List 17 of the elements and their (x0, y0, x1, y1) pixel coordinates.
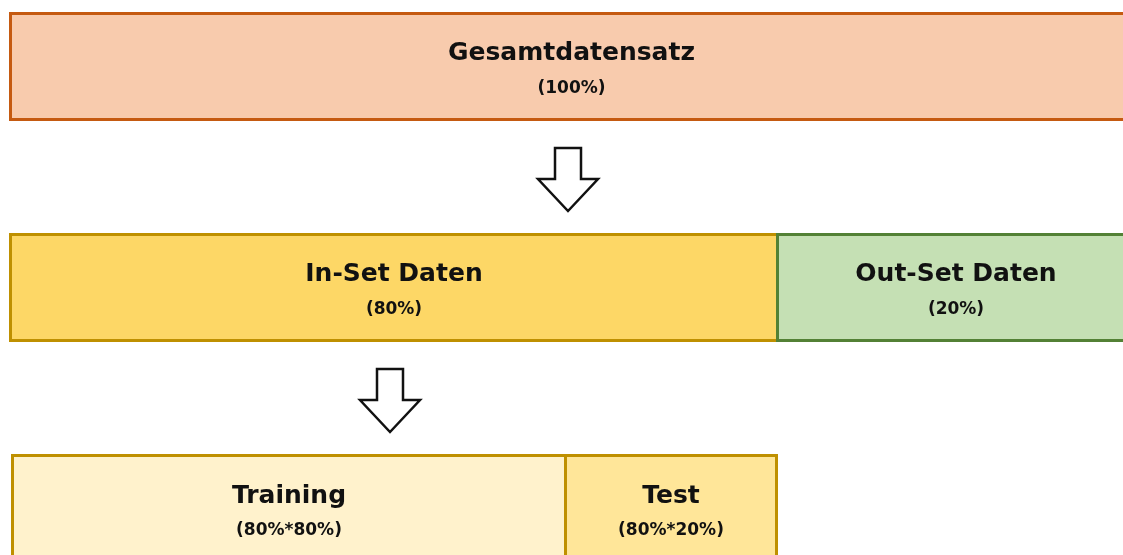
block-arrow (535, 146, 601, 213)
box-title: Test (642, 478, 700, 511)
percentage-label: (100%) (537, 76, 606, 97)
in-set-box (9, 233, 779, 342)
test-box (564, 454, 778, 555)
percentage-label: (20%) (927, 297, 985, 318)
box-title: Out-Set Daten (855, 257, 1057, 290)
percentage-label: (80%) (365, 297, 423, 318)
percentage-label: (80%*20%) (618, 519, 724, 540)
dataset-box (9, 12, 1123, 121)
percentage-label: (80%*80%) (236, 519, 342, 540)
out-set-box (776, 233, 1123, 342)
box-title: Training (231, 478, 347, 511)
box-title: Gesamtdatensatz (448, 36, 695, 69)
block-arrow (357, 367, 423, 434)
box-title: In-Set Daten (305, 257, 483, 290)
training-box (11, 454, 567, 555)
